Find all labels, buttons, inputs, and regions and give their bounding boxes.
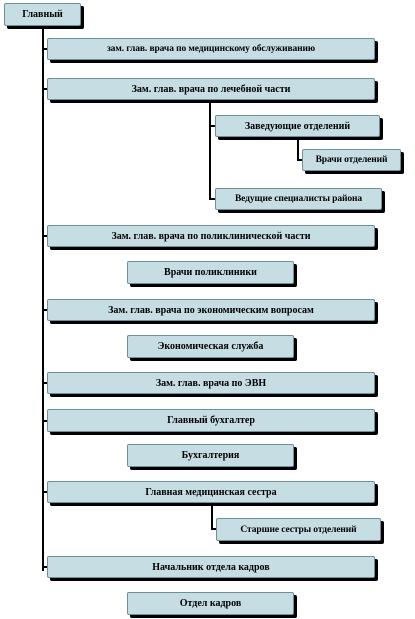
node-chief-accountant: Главный бухгалтер: [47, 409, 375, 432]
node-hr-head: Начальник отдела кадров: [47, 556, 375, 578]
connector-to-dep-evn: [42, 382, 48, 384]
connector-to-dep-treatment: [42, 88, 48, 90]
node-department-doctors: Врачи отделений: [302, 149, 401, 171]
node-heads-of-departments: Заведующие отделений: [215, 115, 380, 137]
node-polyclinic-doctors: Врачи поликлиники: [127, 261, 294, 284]
connector-to-dep-polyclinic: [42, 235, 48, 237]
connector-nurse-trunk: [211, 503, 213, 530]
node-dep-medical-service: зам. глав. врача по медицинскому обслужи…: [47, 38, 375, 60]
connector-to-heads-of-departments: [209, 125, 216, 127]
node-senior-nurses: Старшие сестры отделений: [216, 518, 381, 541]
connector-to-dep-medical-service: [42, 48, 48, 50]
node-leading-district-specialists: Ведущие специалисты района: [215, 188, 382, 210]
connector-to-chief-nurse: [42, 491, 48, 493]
connector-main-trunk: [42, 26, 44, 571]
node-economic-service: Экономическая служба: [127, 335, 294, 358]
connector-to-department-doctors: [297, 159, 303, 161]
connector-to-senior-nurses: [211, 528, 217, 530]
node-accounting: Бухгалтерия: [127, 444, 294, 467]
node-dep-evn: Зам. глав. врача по ЭВН: [47, 372, 375, 394]
connector-to-dep-economic: [42, 309, 48, 311]
node-dep-economic: Зам. глав. врача по экономическим вопрос…: [47, 299, 375, 321]
node-chief-nurse: Главная медицинская сестра: [47, 481, 375, 503]
connector-heads-trunk: [297, 137, 299, 161]
connector-treatment-trunk: [209, 100, 211, 200]
node-dep-polyclinic: Зам. глав. врача по поликлинической част…: [47, 225, 375, 247]
connector-to-leading-specialists: [209, 198, 216, 200]
node-hr-department: Отдел кадров: [127, 592, 294, 615]
node-root: Главный: [4, 3, 81, 26]
connector-to-chief-accountant: [42, 420, 48, 422]
node-dep-treatment: Зам. глав. врача по лечебной части: [47, 78, 375, 100]
connector-to-hr-head: [42, 566, 48, 568]
